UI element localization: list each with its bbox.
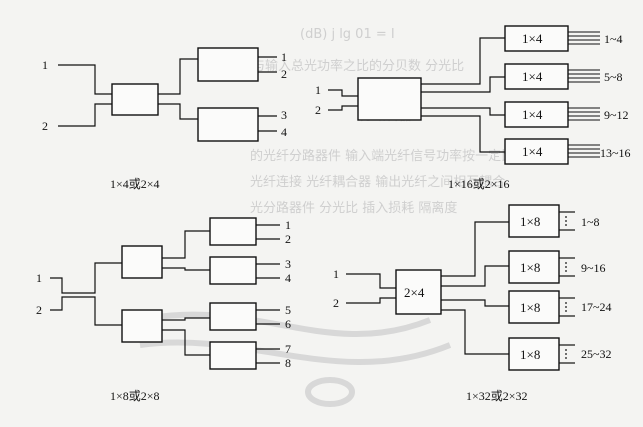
splitter-box [504, 101, 569, 128]
caption: 1×32或2×32 [466, 389, 528, 403]
bleed-through-shapes [139, 311, 452, 407]
output-range-label: 17~24 [581, 300, 612, 314]
splitter-box [197, 107, 259, 142]
splitter-box [121, 245, 163, 279]
output-range-label: 9~12 [604, 108, 629, 122]
splitter-box [209, 302, 257, 331]
output-label: 8 [285, 356, 291, 370]
splitter-box [395, 269, 442, 315]
bleed-through-text: (dB) ϳ lg 01 = Ⅰ 的光功率与输入总光功率之比的分贝数 分光比 分… [200, 27, 553, 216]
center-box-label: 2×4 [404, 285, 425, 300]
splitter-box [508, 250, 560, 284]
input-label: 1 [333, 267, 339, 281]
bleed-line-3: 的光纤分路器件 输入端光纤信号功率按一定比例分配 [250, 148, 553, 164]
bleed-line-1: 的光功率与输入总光功率之比的分贝数 分光比 [200, 58, 464, 74]
output-label: 4 [285, 271, 291, 285]
input-label: 1 [42, 58, 48, 72]
splitter-box [111, 83, 159, 116]
box-label: 1×4 [522, 69, 543, 84]
input-label: 2 [315, 103, 321, 117]
output-range-label: 9~16 [581, 261, 606, 275]
output-label: 2 [281, 67, 287, 81]
splitter-box [504, 63, 569, 90]
output-label: 2 [285, 232, 291, 246]
diagram-1x16: 1 2 1×4 1×4 1×4 1×4 1~4 5~8 9~12 13~16 1… [315, 25, 631, 191]
splitter-box [508, 290, 560, 324]
diagram-1x4: 1 2 1 2 3 4 1×4或2×4 [42, 47, 287, 191]
box-label: 1×8 [520, 300, 540, 315]
caption: 1×4或2×4 [110, 177, 160, 191]
input-label: 2 [42, 119, 48, 133]
caption: 1×8或2×8 [110, 389, 160, 403]
bleed-formula: (dB) ϳ lg 01 = Ⅰ [300, 27, 395, 42]
caption: 1×16或2×16 [448, 177, 510, 191]
diagram-1x32: 1 2 2×4 1×8 1×8 1×8 1×8 1~8 9~16 [333, 204, 612, 403]
output-label: 4 [281, 125, 287, 139]
input-label: 2 [333, 296, 339, 310]
output-label: 1 [285, 218, 291, 232]
fiber-bundle [568, 31, 600, 158]
output-label: 1 [281, 50, 287, 64]
output-range-label: 25~32 [581, 347, 612, 361]
output-label: 6 [285, 317, 291, 331]
ellipsis-dots [565, 216, 567, 359]
box-label: 1×8 [520, 347, 540, 362]
output-label: 3 [281, 108, 287, 122]
splitter-box [504, 138, 569, 165]
bleed-line-4: 光纤连接 光纤耦合器 输出光纤之间相互耦合 [250, 174, 505, 190]
splitter-box [209, 217, 257, 246]
output-label: 3 [285, 257, 291, 271]
splitter-box [121, 309, 163, 343]
output-label: 7 [285, 342, 291, 356]
splitter-box [197, 47, 259, 82]
splitter-box [357, 77, 422, 121]
box-label: 1×8 [520, 214, 540, 229]
output-label: 5 [285, 303, 291, 317]
output-range-label: 1~8 [581, 215, 600, 229]
diagram-1x8: 1 2 1 2 3 4 5 6 7 8 1×8或2×8 [36, 217, 291, 403]
bleed-line-5: 光分路器件 分光比 插入损耗 隔离度 [250, 200, 457, 216]
output-range-label: 5~8 [604, 70, 623, 84]
output-range-label: 1~4 [604, 32, 623, 46]
input-label: 1 [36, 271, 42, 285]
splitter-box [209, 256, 257, 285]
fiber-fanout [559, 211, 575, 364]
splitter-box [504, 25, 569, 52]
output-range-label: 13~16 [600, 146, 631, 160]
box-label: 1×8 [520, 260, 540, 275]
input-label: 2 [36, 303, 42, 317]
splitter-box [209, 341, 257, 370]
splitter-box [508, 337, 560, 371]
input-label: 1 [315, 83, 321, 97]
box-label: 1×4 [522, 144, 543, 159]
box-label: 1×4 [522, 31, 543, 46]
box-label: 1×4 [522, 107, 543, 122]
splitter-box [508, 204, 560, 238]
